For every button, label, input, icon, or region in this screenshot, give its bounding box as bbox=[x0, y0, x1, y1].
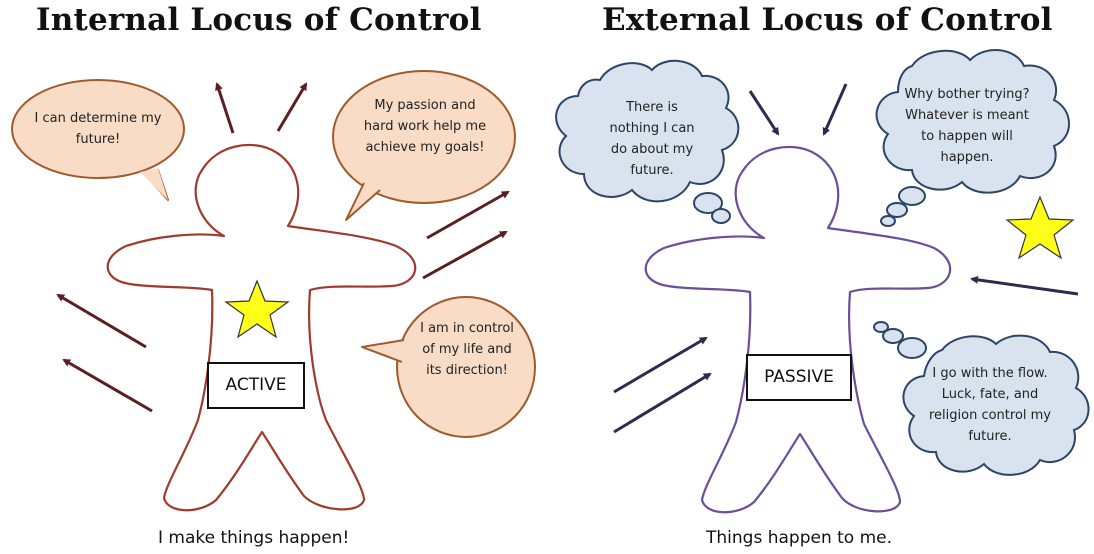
external-bubble-1 bbox=[555, 59, 740, 224]
arrow-in-left-bottom bbox=[613, 372, 712, 434]
external-bubble-2 bbox=[875, 48, 1070, 227]
passive-label: PASSIVE bbox=[746, 354, 852, 401]
internal-title: Internal Locus of Control bbox=[36, 2, 482, 38]
internal-bubble-2 bbox=[332, 70, 516, 221]
active-label: ACTIVE bbox=[207, 362, 305, 409]
arrow-right-top bbox=[426, 190, 510, 240]
external-star bbox=[1005, 195, 1075, 260]
internal-arrows bbox=[56, 82, 510, 413]
arrow-left-bottom bbox=[62, 358, 153, 413]
internal-caption: I make things happen! bbox=[158, 528, 350, 548]
arrow-in-left-top bbox=[613, 336, 708, 394]
internal-bubble-1-text: I can determine my future! bbox=[34, 111, 162, 147]
internal-bubble-1 bbox=[11, 79, 185, 201]
internal-bubble-2-text: My passion and hard work help me achieve… bbox=[363, 98, 487, 155]
external-bubble-2-text: Why bother trying? Whatever is meant to … bbox=[904, 87, 1030, 165]
internal-bubble-3-text: I am in control of my life and its direc… bbox=[420, 321, 514, 378]
arrow-up-left bbox=[215, 82, 235, 134]
external-bubble-3-text: I go with the flow. Luck, fate, and reli… bbox=[928, 366, 1052, 444]
external-figure-outline bbox=[644, 145, 952, 514]
arrow-right-bottom bbox=[422, 230, 508, 280]
external-bubble-1-text: There is nothing I can do about my futur… bbox=[609, 100, 695, 178]
external-bubble-3 bbox=[873, 321, 1090, 476]
external-caption: Things happen to me. bbox=[706, 528, 893, 548]
arrow-down-left bbox=[748, 90, 780, 136]
arrow-left-top bbox=[56, 293, 147, 349]
arrow-down-right bbox=[822, 83, 848, 136]
external-title: External Locus of Control bbox=[602, 2, 1053, 38]
internal-star bbox=[224, 279, 290, 339]
internal-bubble-3 bbox=[361, 296, 536, 438]
external-arrows bbox=[613, 83, 1079, 434]
arrow-in-right bbox=[970, 275, 1079, 296]
arrow-up-right bbox=[276, 82, 308, 132]
